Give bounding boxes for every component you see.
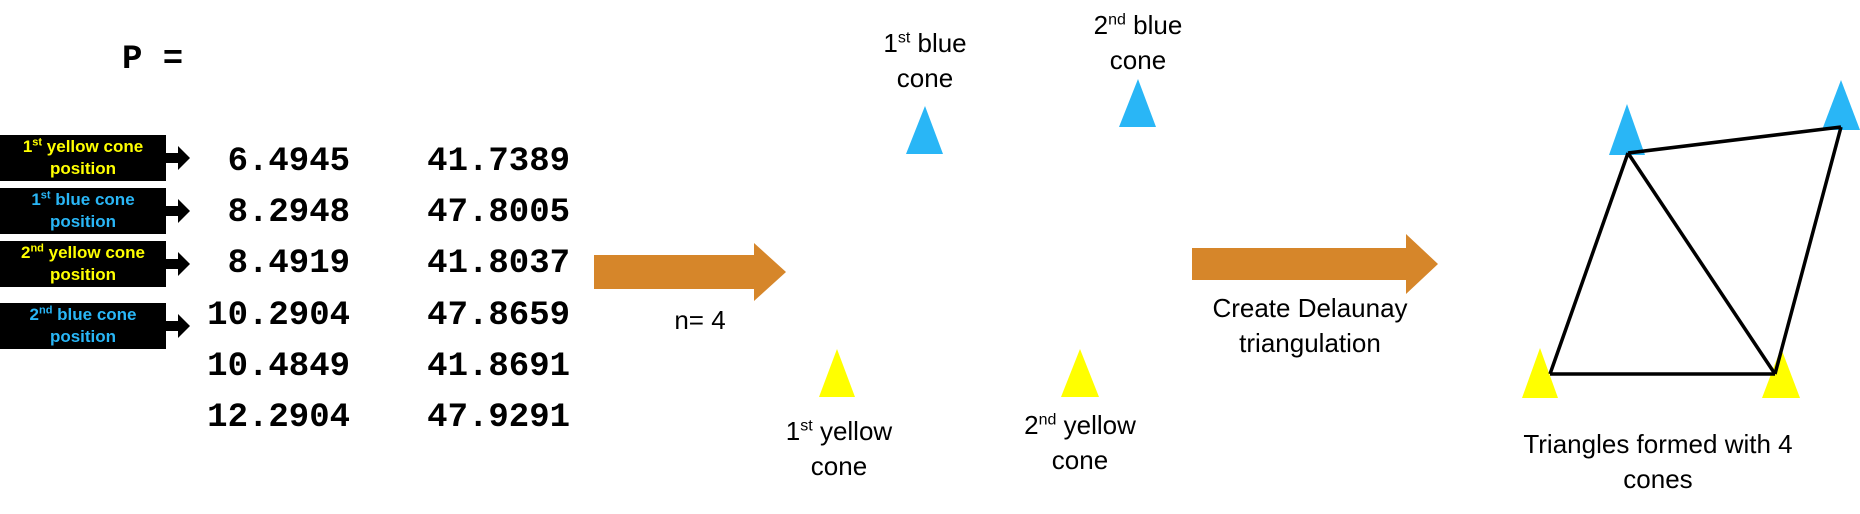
yellow-cone-icon [1762,348,1800,398]
matrix-row-2: 8.2948 47.8005 [180,193,600,233]
yellow-cone-icon [819,349,855,397]
process-arrow-1 [594,243,786,301]
yellow-cone-icon [1061,349,1099,397]
matrix-cell: 12.2904 [207,399,350,437]
blue-cone-icon [1609,104,1645,155]
matrix-cell: 10.4849 [207,348,350,386]
pointer-arrow-icon [166,252,190,276]
yellow-cone-icon [1522,348,1558,398]
triangle-edge [1548,152,1630,375]
cone-label-blue-1: 1st blue cone [883,28,967,93]
label-first-blue-cone: 1st blue cone position [0,188,166,234]
delaunay-triangles [1548,125,1843,376]
matrix-row-6: 12.2904 47.9291 [180,398,600,438]
matrix-row-3: 8.4919 41.8037 [180,244,600,284]
blue-cone-icon [906,106,943,154]
matrix-cell: 8.2948 [227,194,350,232]
triangle-edge [1626,152,1777,375]
n-label: n= 4 [674,305,726,335]
label-first-yellow-cone: 1st yellow cone position [0,135,166,181]
triangle-edge [1773,126,1843,375]
delaunay-step-label: Create Delaunay triangulation [1212,293,1408,358]
matrix-cell: 6.4945 [227,143,350,181]
matrix-row-5: 10.4849 41.8691 [180,347,600,387]
blue-cone-icon [1822,80,1860,130]
result-caption: Triangles formed with 4 cones [1523,429,1793,494]
cone-label-yellow-2: 2nd yellow cone [1024,410,1136,475]
process-arrow-2 [1192,234,1438,294]
cone-label-blue-2: 2nd blue cone [1093,10,1183,75]
matrix-cell: 10.2904 [207,297,350,335]
label-second-blue-cone: 2nd blue cone position [0,303,166,349]
label-second-yellow-cone: 2nd yellow cone position [0,241,166,287]
matrix-row-4: 10.2904 47.8659 [180,296,600,336]
pointer-arrow-icon [166,146,190,170]
matrix-row-1: 6.4945 41.7389 [180,142,600,182]
pointer-arrow-icon [166,314,190,338]
cone-label-yellow-1: 1st yellow cone [785,416,893,481]
matrix-cell: 8.4919 [227,245,350,283]
pointer-arrow-icon [166,199,190,223]
blue-cone-icon [1119,79,1156,127]
matrix-label: P = [122,41,184,79]
triangle-edge [1627,125,1842,155]
